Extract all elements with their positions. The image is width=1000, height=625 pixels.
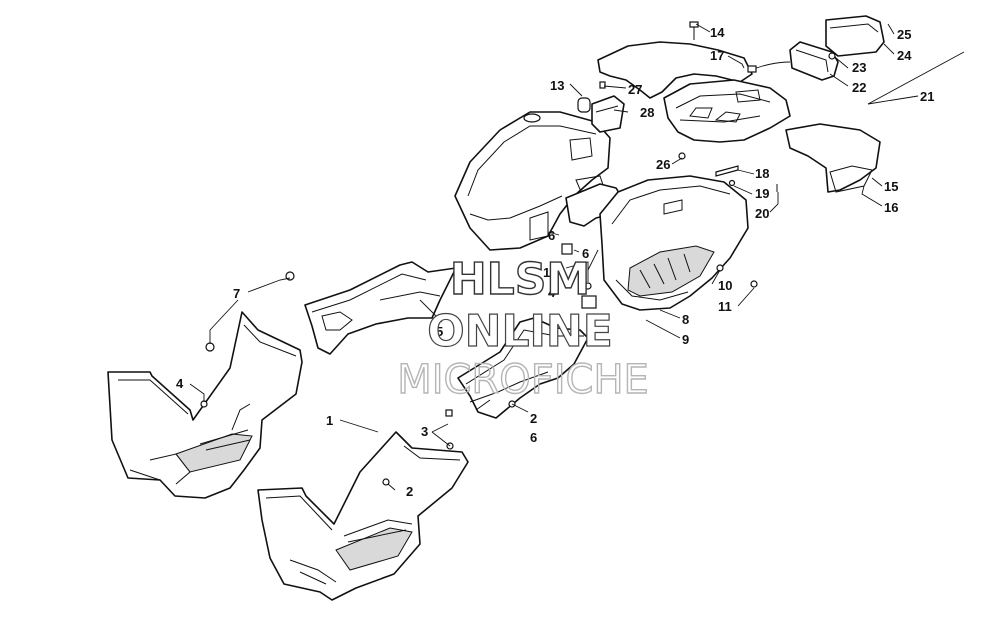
footwell-right (257, 431, 469, 601)
front-fender (454, 111, 611, 251)
rear-rack (597, 41, 881, 193)
callout-13: 13 (550, 78, 564, 93)
callout-18: 18 (755, 166, 769, 181)
callout-19: 19 (755, 186, 769, 201)
callout-9: 9 (682, 332, 689, 347)
callout-4: 4 (548, 285, 556, 300)
tail-light (747, 15, 885, 81)
callout-10: 10 (718, 278, 732, 293)
callout-16: 16 (884, 200, 898, 215)
callout-21: 21 (920, 89, 934, 104)
callout-25: 25 (897, 27, 911, 42)
callout-26: 26 (656, 157, 670, 172)
callout-20: 20 (755, 206, 769, 221)
watermark-line-3: MICROFICHE (397, 357, 649, 403)
leader-lines (189, 23, 965, 491)
watermark: HLSM ONLINE MICROFICHE (396, 253, 649, 403)
callout-8: 8 (682, 312, 689, 327)
watermark-line-2: ONLINE (427, 306, 613, 357)
callout-14: 14 (710, 25, 725, 40)
callout-6: 6 (582, 246, 589, 261)
callout-12: 12 (543, 265, 557, 280)
callout-2: 2 (406, 484, 413, 499)
side-panel-left (304, 261, 457, 355)
rear-fender-center (599, 175, 749, 311)
callout-28: 28 (640, 105, 654, 120)
callout-7: 7 (233, 286, 240, 301)
callout-6: 6 (548, 228, 555, 243)
watermark-line-1: HLSM (450, 254, 590, 305)
callout-24: 24 (897, 48, 912, 63)
callout-3: 3 (421, 424, 428, 439)
callout-15: 15 (884, 179, 898, 194)
callout-4: 4 (176, 376, 184, 391)
callout-22: 22 (852, 80, 866, 95)
callout-11: 11 (718, 299, 732, 314)
callout-labels: 1 2 2 3 4 4 5 6 6 6 7 8 9 10 11 12 13 14… (176, 25, 934, 499)
callout-2: 2 (530, 411, 537, 426)
side-panel-right (457, 317, 589, 419)
callout-1: 1 (326, 413, 333, 428)
callout-5: 5 (436, 324, 443, 339)
callout-17: 17 (710, 48, 724, 63)
callout-6: 6 (530, 430, 537, 445)
callout-27: 27 (628, 82, 642, 97)
callout-23: 23 (852, 60, 866, 75)
